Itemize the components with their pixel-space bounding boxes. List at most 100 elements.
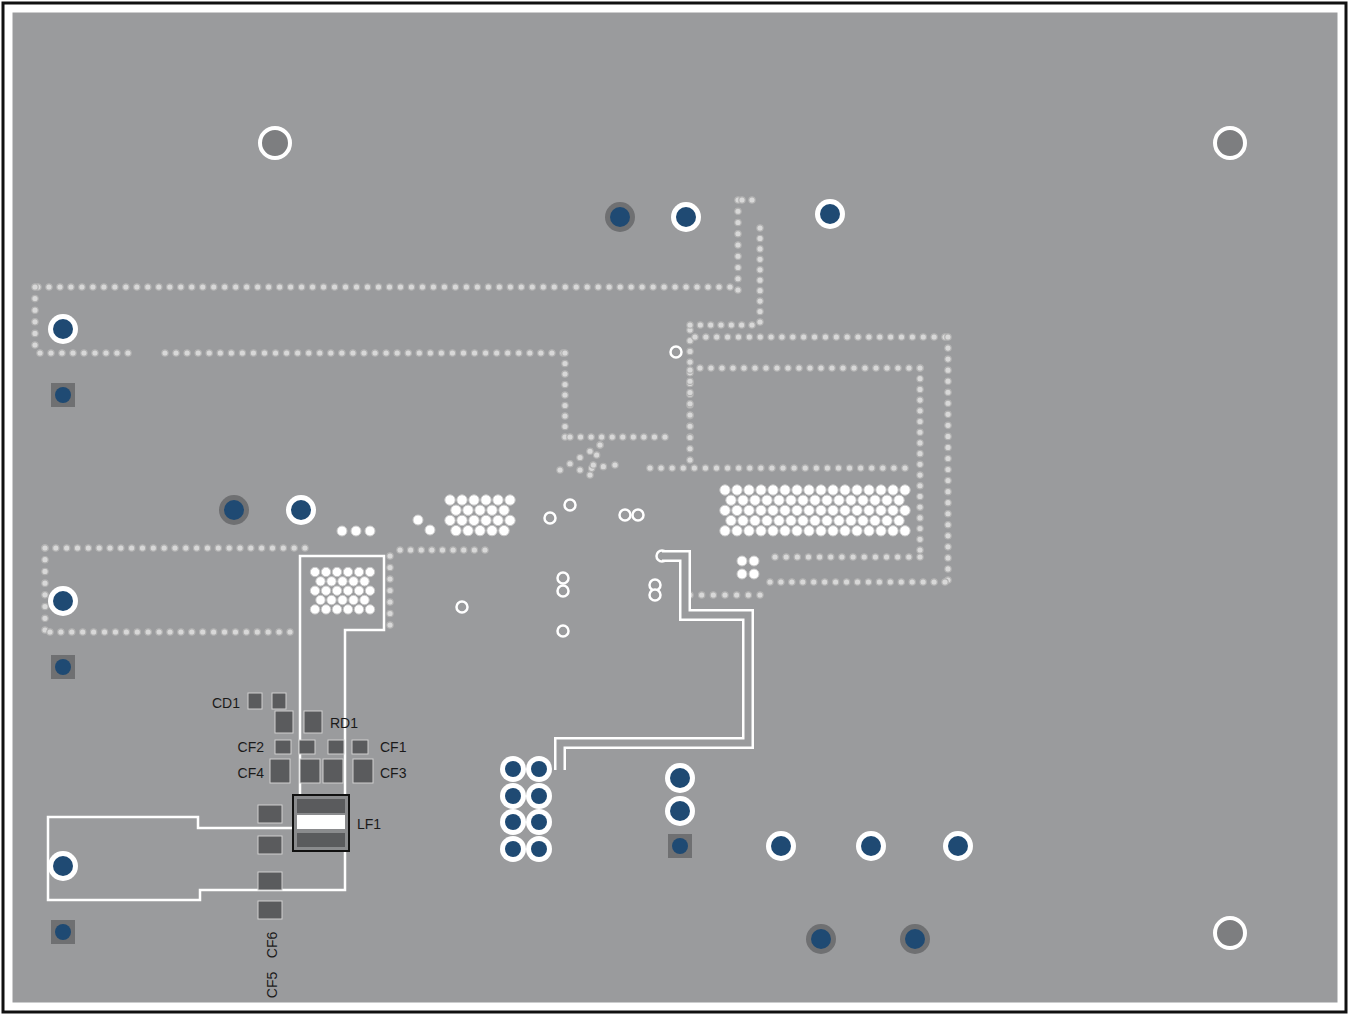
thermal-via (768, 485, 778, 495)
pad-ring (48, 586, 78, 616)
via (461, 547, 467, 553)
thermal-via (310, 605, 319, 614)
via (567, 461, 573, 467)
via (906, 554, 912, 560)
via (628, 284, 634, 290)
thermal-via (338, 577, 347, 586)
thermal-via (487, 525, 497, 535)
inductor-outline (293, 795, 349, 851)
via (687, 423, 693, 429)
thermal-via (445, 495, 455, 505)
via (749, 569, 759, 579)
thermal-via (499, 505, 509, 515)
thermal-via (343, 567, 352, 576)
via (419, 284, 425, 290)
via (42, 615, 48, 621)
pad-ring (815, 199, 845, 229)
thermal-via (726, 495, 736, 505)
via (687, 378, 693, 384)
via (917, 493, 923, 499)
thermal-via (900, 505, 910, 515)
via (565, 500, 576, 511)
via (162, 350, 168, 356)
via (752, 365, 758, 371)
via (518, 284, 524, 290)
via (865, 579, 871, 585)
via (261, 350, 267, 356)
via (254, 629, 260, 635)
via (74, 545, 80, 551)
via (408, 284, 414, 290)
via (917, 365, 923, 371)
pad-ring (665, 763, 695, 793)
thermal-via (365, 567, 374, 576)
via (139, 545, 145, 551)
thermal-via (487, 505, 497, 515)
via (161, 545, 167, 551)
thermal-via (720, 485, 730, 495)
via (232, 629, 238, 635)
pad-hole (670, 801, 690, 821)
via (745, 592, 751, 598)
via (945, 378, 951, 384)
via (485, 284, 491, 290)
smd-pad (248, 693, 262, 709)
via (807, 365, 813, 371)
via (418, 547, 424, 553)
via (818, 365, 824, 371)
via (662, 434, 668, 440)
thermal-via (816, 526, 826, 536)
thermal-via (505, 495, 515, 505)
inductor-pad (297, 833, 345, 847)
via (791, 465, 797, 471)
via (226, 545, 232, 551)
via (757, 267, 763, 273)
via (710, 592, 716, 598)
mounting-hole (1215, 128, 1245, 158)
via (687, 348, 693, 354)
thermal-via (810, 495, 820, 505)
via (945, 389, 951, 395)
pad-square (51, 920, 75, 944)
via (917, 450, 923, 456)
via (587, 472, 593, 478)
thermal-via (828, 505, 838, 515)
thermal-via (756, 485, 766, 495)
via (342, 284, 348, 290)
thermal-via (321, 605, 330, 614)
smd-pad (258, 901, 282, 919)
via (757, 334, 763, 340)
header-ring (500, 756, 526, 782)
via (832, 579, 838, 585)
via (156, 629, 162, 635)
component-label: CD1 (212, 695, 240, 711)
thermal-via (463, 505, 473, 515)
thermal-via (798, 515, 808, 525)
thermal-via (864, 485, 874, 495)
via (584, 284, 590, 290)
pad-hole (771, 836, 791, 856)
via (372, 350, 378, 356)
pad-hole (55, 659, 71, 675)
via (438, 350, 444, 356)
via (945, 411, 951, 417)
via (211, 284, 217, 290)
component-label: CF3 (380, 765, 406, 781)
via (387, 587, 393, 593)
via (719, 365, 725, 371)
via (687, 322, 693, 328)
via (735, 208, 741, 214)
component-label: CF1 (380, 739, 406, 755)
thermal-via (332, 586, 341, 595)
via (427, 350, 433, 356)
mounting-hole (260, 128, 290, 158)
thermal-via (463, 525, 473, 535)
via (173, 350, 179, 356)
via (772, 554, 778, 560)
via (32, 284, 38, 290)
via (123, 284, 129, 290)
thermal-via (816, 485, 826, 495)
via (96, 545, 102, 551)
